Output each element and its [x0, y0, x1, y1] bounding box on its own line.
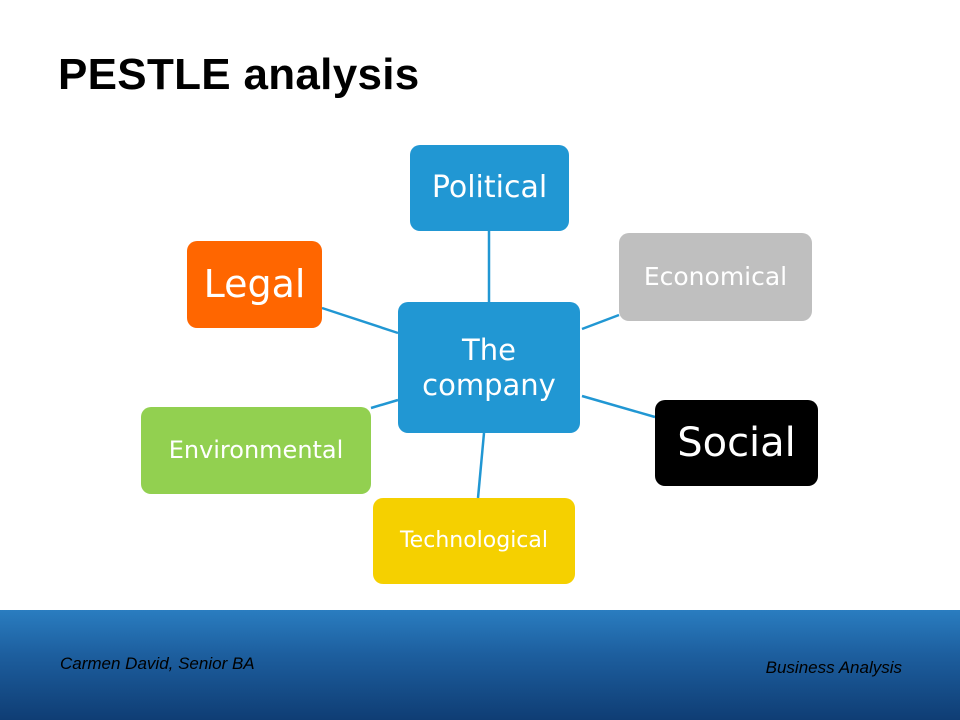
node-social: Social: [655, 400, 818, 486]
node-political: Political: [410, 145, 569, 231]
center-node: The company: [398, 302, 580, 433]
node-technological: Technological: [373, 498, 575, 584]
slide-title: PESTLE analysis: [58, 50, 420, 99]
node-legal-label: Legal: [203, 261, 306, 306]
node-political-label: Political: [431, 170, 548, 205]
connector-social: [581, 394, 656, 419]
node-social-label: Social: [677, 420, 796, 466]
footer-bar: Carmen David, Senior BA Business Analysi…: [0, 610, 960, 720]
node-economical: Economical: [619, 233, 812, 321]
footer-author: Carmen David, Senior BA: [60, 654, 255, 673]
footer-course: Business Analysis: [765, 658, 902, 677]
connector-environmental: [370, 398, 399, 410]
center-node-label: The company: [422, 332, 556, 402]
node-legal: Legal: [187, 241, 322, 328]
node-environmental: Environmental: [141, 407, 371, 494]
node-environmental-label: Environmental: [168, 436, 344, 465]
connector-legal: [321, 306, 399, 335]
node-economical-label: Economical: [643, 262, 788, 291]
connector-economical: [581, 313, 620, 331]
connector-technological: [476, 432, 486, 499]
node-technological-label: Technological: [399, 527, 549, 553]
